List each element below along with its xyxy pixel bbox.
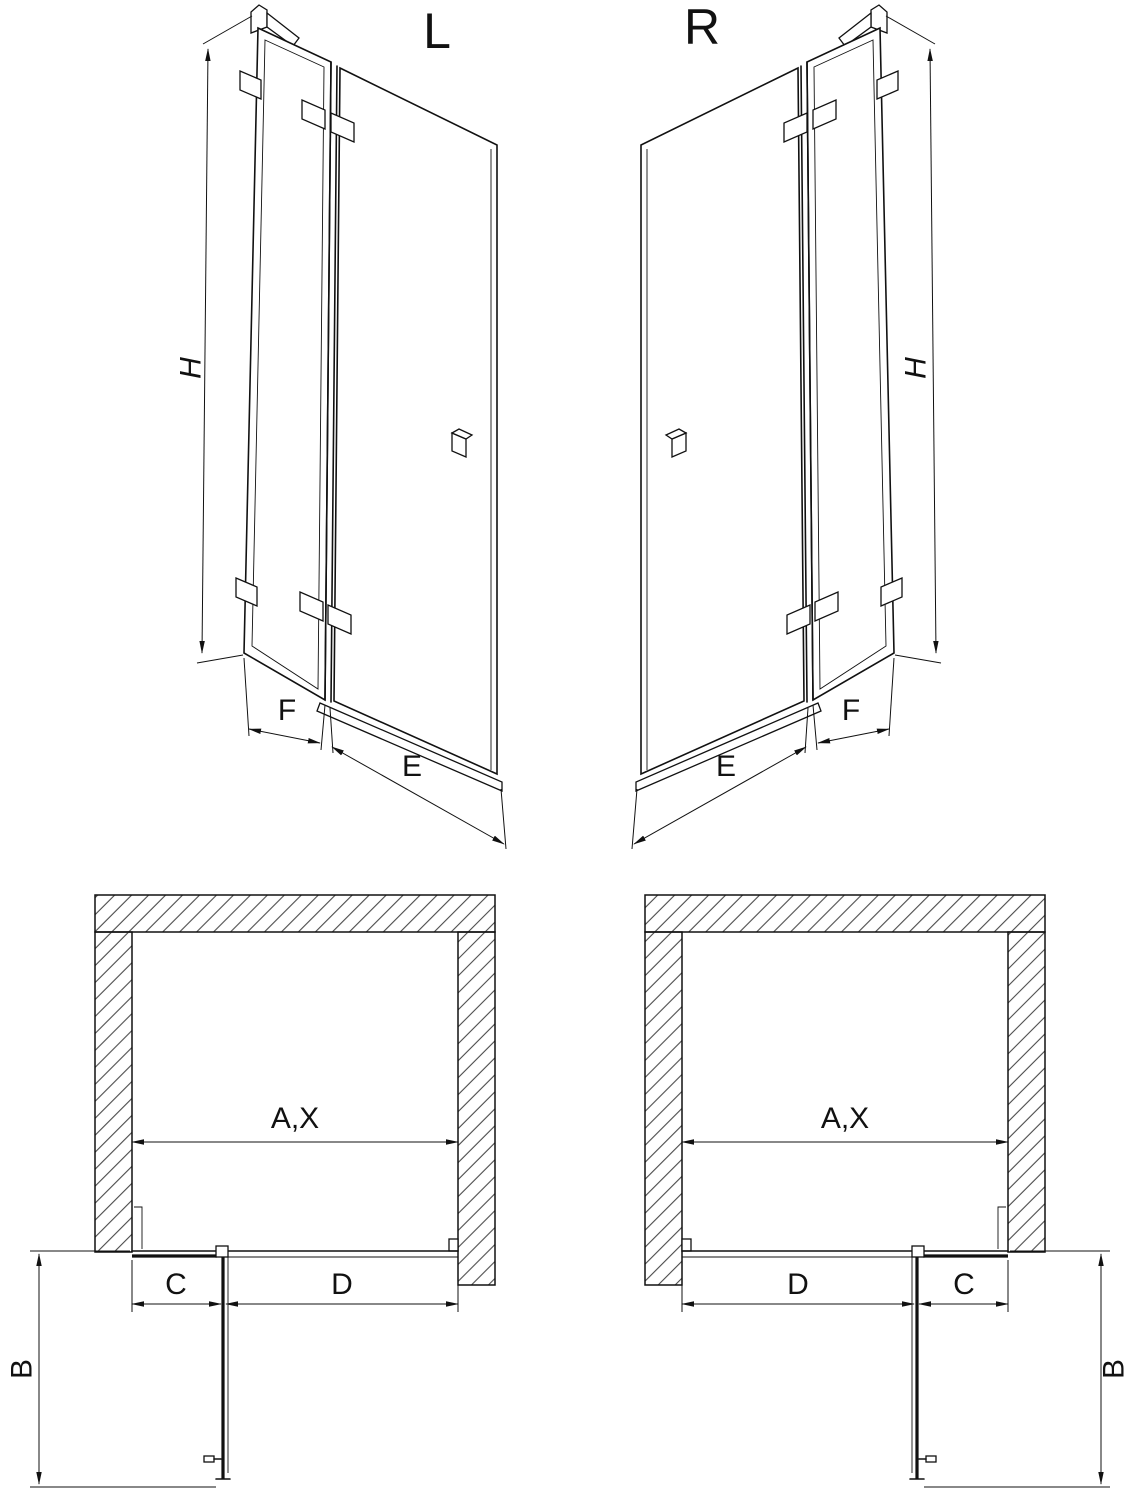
plan-right-walls — [644, 894, 1046, 1286]
perspective-view-right — [632, 5, 941, 849]
dim-label-f-left: F — [278, 694, 296, 727]
dim-label-f-right: F — [842, 694, 860, 727]
dim-label-c-right: C — [953, 1268, 975, 1301]
dim-label-height-left: H — [175, 357, 208, 379]
wall-right — [457, 931, 496, 1286]
plan-left-walls — [94, 894, 496, 1286]
label-view-right: R — [684, 0, 720, 55]
perspective-view-left — [197, 5, 506, 849]
dim-label-c-left: C — [165, 1268, 187, 1301]
dim-label-e-right: E — [716, 750, 736, 783]
dim-label-b-right: B — [1098, 1359, 1128, 1379]
wall-right — [1007, 931, 1046, 1253]
plan-view-left — [30, 1142, 458, 1487]
dim-label-opening-right: A,X — [821, 1102, 869, 1135]
wall-left — [94, 931, 133, 1253]
dim-label-opening-left: A,X — [271, 1102, 319, 1135]
label-view-left: L — [423, 3, 451, 59]
dim-label-d-left: D — [331, 1268, 353, 1301]
wall-left — [644, 931, 683, 1286]
wall-top — [94, 894, 496, 933]
dim-label-d-right: D — [787, 1268, 809, 1301]
dim-label-height-right: H — [900, 357, 933, 379]
dim-label-e-left: E — [402, 750, 422, 783]
plan-view-right — [682, 1142, 1110, 1487]
dim-label-b-left: B — [6, 1359, 39, 1379]
wall-top — [644, 894, 1046, 933]
